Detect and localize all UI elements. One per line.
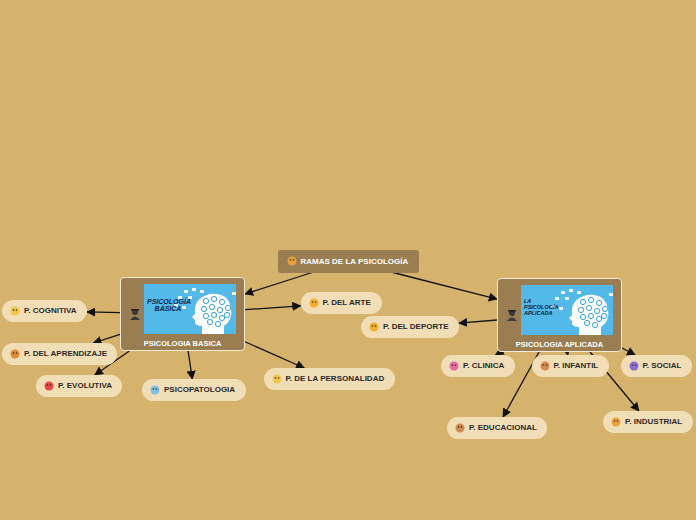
image-card: PSICOLOGÍA BÁSICA PSICOLOGIA BASICA xyxy=(120,277,245,351)
person-icon xyxy=(128,307,142,321)
person-icon xyxy=(505,308,519,322)
node-label: P. DEL ARTE xyxy=(323,292,371,314)
node-label: PSICOLOGIA APLICADA xyxy=(498,340,621,349)
emoji-icon xyxy=(150,385,160,395)
branch-pill: P. INFANTIL xyxy=(532,355,609,377)
branch-arrow xyxy=(245,306,301,310)
branch-pill: P. COGNITIVA xyxy=(2,300,87,322)
node-label: P. EVOLUTIVA xyxy=(58,375,112,397)
branch-pill: P. DEL DEPORTE xyxy=(361,316,459,338)
branch-pill: P. DEL APRENDIZAJE xyxy=(2,343,117,365)
emoji-icon xyxy=(611,417,621,427)
cover-image: LA PSICOLOGÍA APLICADA xyxy=(521,285,613,335)
image-card: LA PSICOLOGÍA APLICADA PSICOLOGIA APLICAD… xyxy=(497,278,622,352)
node-label: PSICOLOGIA BASICA xyxy=(121,339,244,348)
branch-arrow xyxy=(245,342,304,368)
branch-arrow xyxy=(393,273,497,300)
node-label: P. INDUSTRIAL xyxy=(625,411,682,433)
branch-pill: PSICOPATOLOGIA xyxy=(142,379,246,401)
node-label: P. DE LA PERSONALIDAD xyxy=(286,368,385,390)
emoji-icon xyxy=(10,306,20,316)
cover-image: PSICOLOGÍA BÁSICA xyxy=(144,284,236,334)
cover-title: LA PSICOLOGÍA APLICADA xyxy=(524,299,566,316)
emoji-icon xyxy=(287,256,297,266)
node-label: P. INFANTIL xyxy=(554,355,599,377)
branch-pill: P. EDUCACIONAL xyxy=(447,417,547,439)
branch-arrow xyxy=(622,348,635,355)
branch-pill: P. EVOLUTIVA xyxy=(36,375,122,397)
branch-arrow xyxy=(245,273,312,294)
branch-pill: P. INDUSTRIAL xyxy=(603,411,693,433)
branch-arrow xyxy=(87,311,120,313)
branch-pill: P. DE LA PERSONALIDAD xyxy=(264,368,395,390)
node-label: P. DEL DEPORTE xyxy=(383,316,449,338)
emoji-icon xyxy=(629,361,639,371)
root-box: RAMAS DE LA PSICOLOGÍA xyxy=(278,250,419,273)
emoji-icon xyxy=(44,381,54,391)
node-label: RAMAS DE LA PSICOLOGÍA xyxy=(301,250,409,273)
cover-title: PSICOLOGÍA BÁSICA xyxy=(147,298,189,313)
emoji-icon xyxy=(455,423,465,433)
branch-pill: P. DEL ARTE xyxy=(301,292,382,314)
emoji-icon xyxy=(449,361,459,371)
emoji-icon xyxy=(369,322,379,332)
branch-arrow xyxy=(93,334,120,343)
emoji-icon xyxy=(10,349,20,359)
branch-arrow xyxy=(459,320,497,323)
node-label: P. COGNITIVA xyxy=(24,300,77,322)
emoji-icon xyxy=(540,361,550,371)
emoji-icon xyxy=(309,298,319,308)
branch-arrow xyxy=(188,351,192,379)
branch-pill: P. SOCIAL xyxy=(621,355,692,377)
branch-pill: P. CLINICA xyxy=(441,355,515,377)
node-label: P. SOCIAL xyxy=(643,355,682,377)
node-label: P. CLINICA xyxy=(463,355,504,377)
node-label: PSICOPATOLOGIA xyxy=(164,379,235,401)
node-label: P. DEL APRENDIZAJE xyxy=(24,343,107,365)
node-label: P. EDUCACIONAL xyxy=(469,417,537,439)
emoji-icon xyxy=(272,374,282,384)
